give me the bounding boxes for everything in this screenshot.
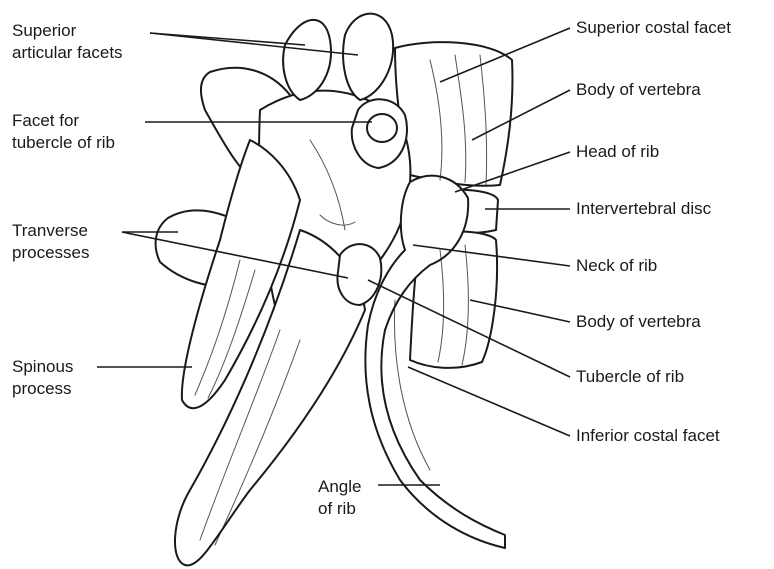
label-facet-for-tubercle-of-rib: Facet for tubercle of rib	[12, 110, 115, 154]
label-head-of-rib: Head of rib	[576, 141, 659, 163]
superior-articular-process-left	[283, 20, 331, 100]
label-neck-of-rib: Neck of rib	[576, 255, 657, 277]
upper-vertebral-body	[395, 42, 513, 186]
label-spinous-process: Spinous process	[12, 356, 73, 400]
label-body-of-vertebra-upper: Body of vertebra	[576, 79, 701, 101]
facet-for-tubercle-inner	[367, 114, 397, 142]
superior-articular-process-right	[343, 14, 393, 100]
label-body-of-vertebra-lower: Body of vertebra	[576, 311, 701, 333]
rib-tubercle-shape	[337, 244, 381, 305]
label-transverse-processes: Tranverse processes	[12, 220, 89, 264]
label-angle-of-rib: Angle of rib	[318, 476, 361, 520]
leader-inferior-costal	[408, 367, 570, 436]
label-inferior-costal-facet: Inferior costal facet	[576, 425, 720, 447]
label-superior-costal-facet: Superior costal facet	[576, 17, 731, 39]
label-superior-articular-facets: Superior articular facets	[12, 20, 123, 64]
label-intervertebral-disc: Intervertebral disc	[576, 198, 711, 220]
label-tubercle-of-rib: Tubercle of rib	[576, 366, 684, 388]
